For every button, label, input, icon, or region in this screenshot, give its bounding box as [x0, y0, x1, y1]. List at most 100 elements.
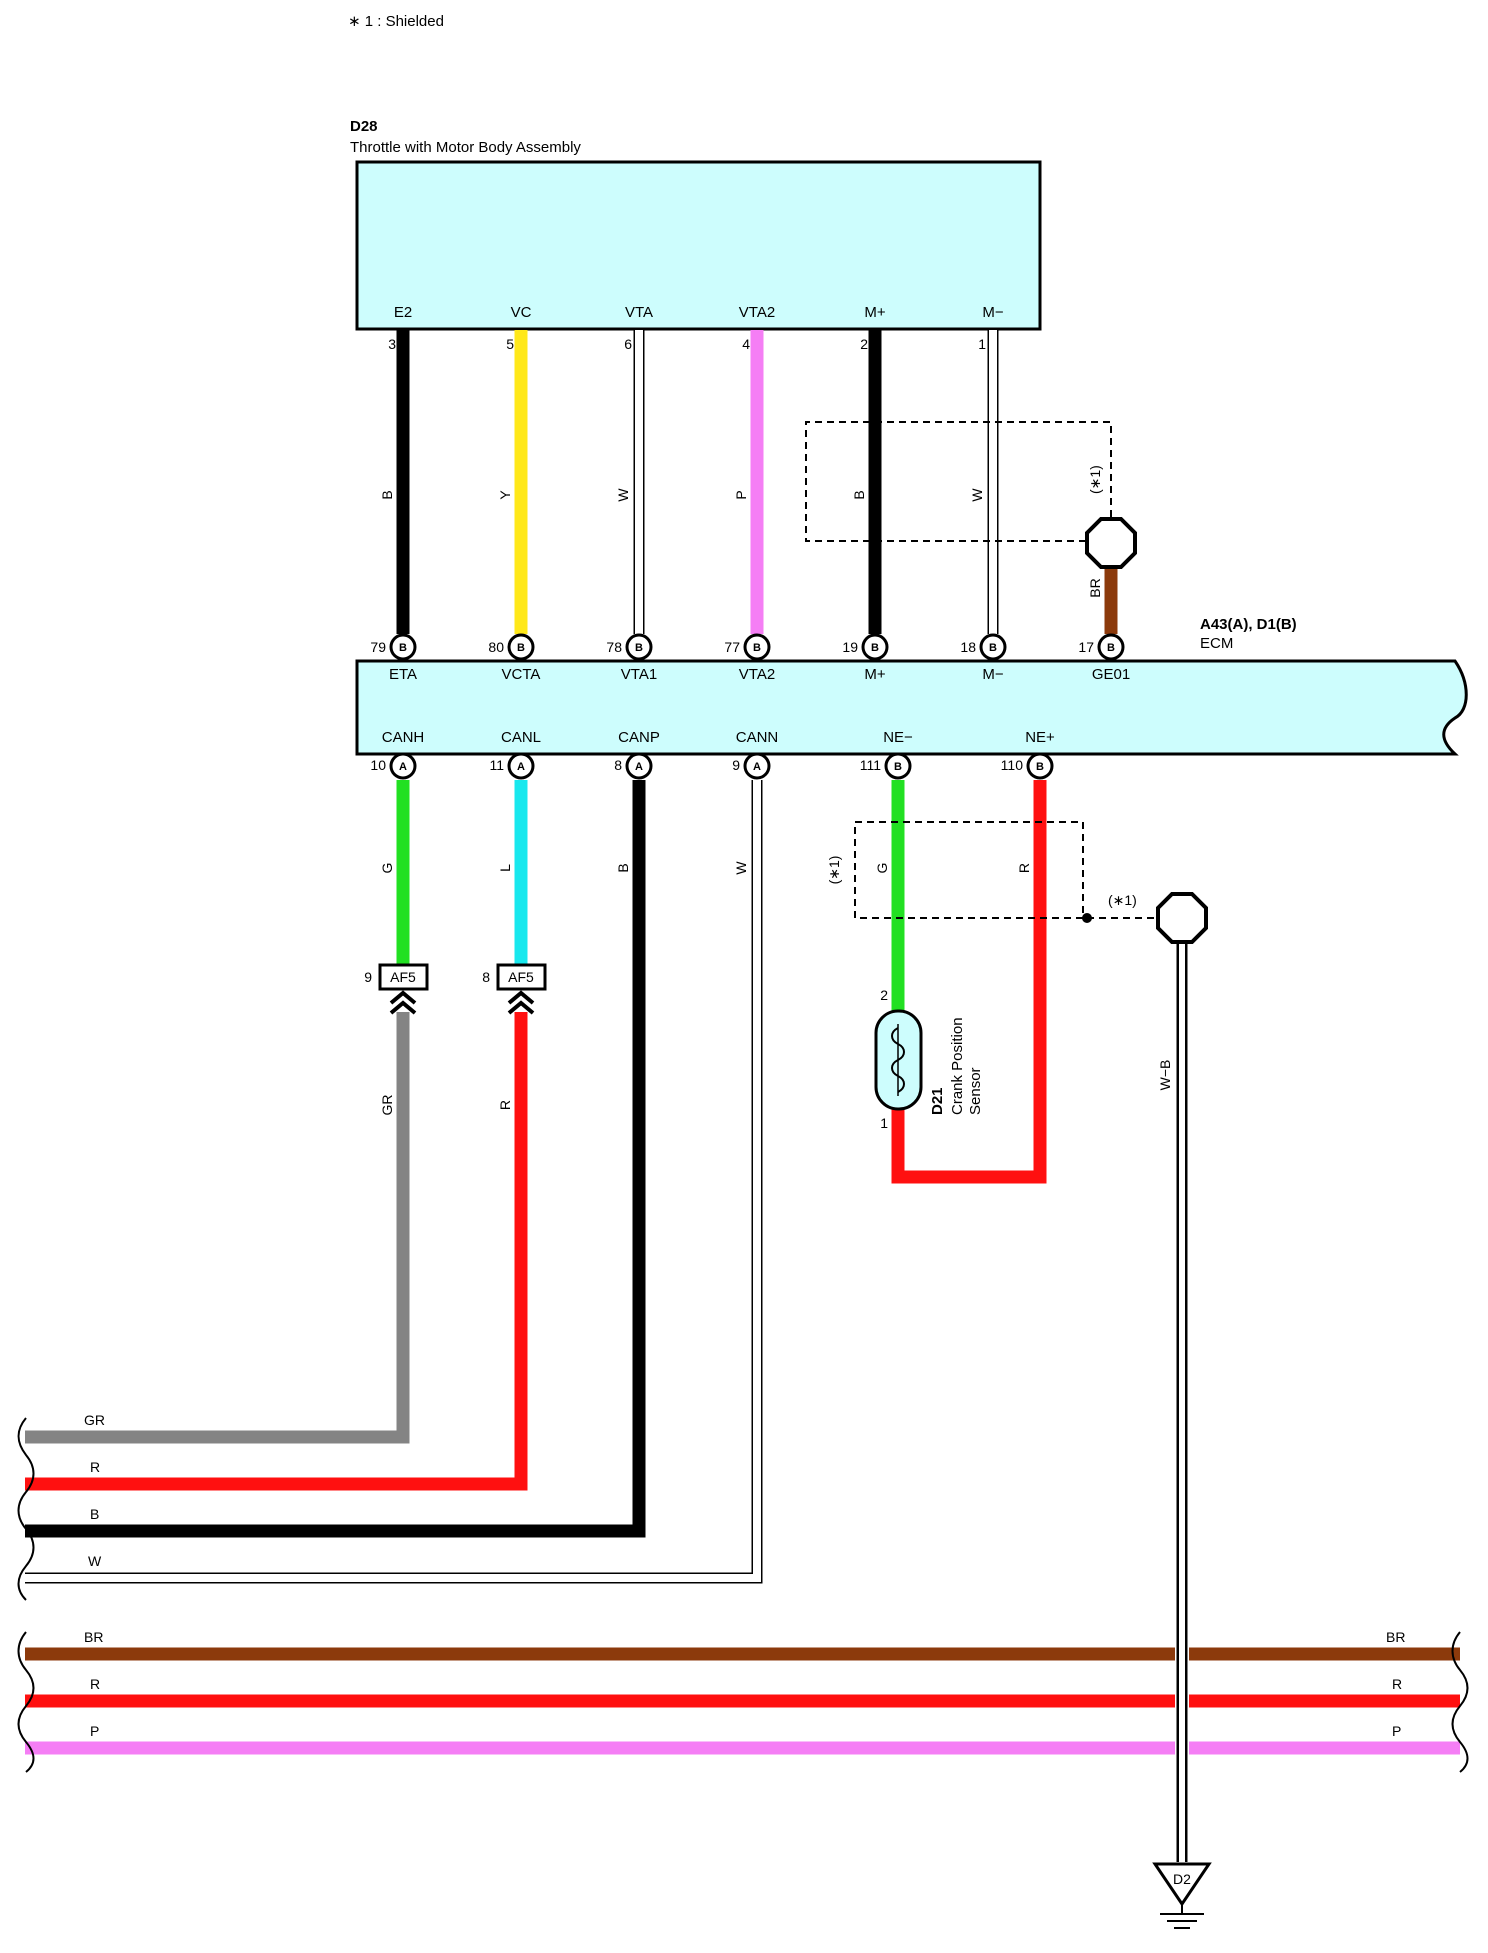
- bus-label: R: [90, 1459, 100, 1475]
- wire-canl-r: [25, 1012, 528, 1491]
- throttle-pin-number: 2: [860, 336, 868, 352]
- ecm-pin-label: ETA: [389, 666, 417, 683]
- ecm-pin-number: 79: [370, 639, 386, 655]
- shield-note: ∗ 1 : Shielded: [348, 13, 444, 30]
- bus-label: B: [90, 1506, 99, 1522]
- ecm-name: ECM: [1200, 635, 1233, 652]
- ecm-pin-label: CANN: [736, 729, 779, 746]
- sensor-code: D21: [929, 1087, 946, 1115]
- ecm-pin-circle: [979, 633, 1007, 661]
- junction-box: [496, 963, 547, 991]
- break-mark-left-upper: [17, 1417, 35, 1601]
- wire-color-label: Y: [497, 490, 513, 500]
- break-mark-left-lower: [17, 1631, 35, 1773]
- junction-chevron: [389, 990, 417, 1015]
- ecm-pin-label: VCTA: [502, 666, 541, 683]
- ground-triangle: [1152, 1862, 1212, 1907]
- ecm-pin-number: 9: [732, 757, 740, 773]
- connector-letter: B: [1107, 642, 1115, 654]
- connector-letter: B: [399, 642, 407, 654]
- ecm-pin-circle: [861, 633, 889, 661]
- ecm-pin-label: NE+: [1025, 729, 1055, 746]
- bus-label: R: [90, 1676, 100, 1692]
- ecm-top-connector-letters: B B B B B B B: [399, 642, 1115, 654]
- ecm-pin-number: 111: [860, 757, 881, 773]
- ecm-pin-circle: [1026, 752, 1054, 780]
- lower-shield-mark-right: (∗1): [1108, 892, 1137, 908]
- throttle-pin-number: 1: [978, 336, 986, 352]
- wire-cann-w-inner: [25, 780, 761, 1582]
- bus-label: BR: [84, 1629, 103, 1645]
- wire-color-label: BR: [1087, 578, 1103, 597]
- throttle-body: [355, 160, 1042, 331]
- throttle-pin-label: VTA: [625, 304, 653, 321]
- ecm-bottom-connector-letters: A A A A B B: [399, 761, 1044, 773]
- ecm-pin-number: 110: [1001, 757, 1024, 773]
- break-mark-right-lower: [1451, 1631, 1469, 1773]
- shield-junction-dot: [1082, 913, 1092, 923]
- throttle-pin-number: 6: [624, 336, 632, 352]
- ecm-pin-label: VTA2: [739, 666, 775, 683]
- ecm-body: [355, 659, 1468, 756]
- break-marks: [17, 1417, 1469, 1773]
- ecm-pin-label: GE01: [1092, 666, 1130, 683]
- ecm-pin-circle: [1097, 633, 1125, 661]
- ecm-pin-number: 11: [489, 757, 504, 773]
- junction-pin-number: 8: [482, 969, 490, 985]
- wire-color-label: B: [379, 490, 395, 499]
- ecm-code: A43(A), D1(B): [1200, 616, 1297, 633]
- ground-d2: D2: [1152, 1862, 1212, 1929]
- upper-wire-labels: B Y W P B W BR: [379, 488, 1103, 598]
- connector-letter: A: [399, 761, 407, 773]
- ecm-pin-circle: [884, 752, 912, 780]
- throttle-name: Throttle with Motor Body Assembly: [350, 139, 581, 156]
- connector-letter: B: [753, 642, 761, 654]
- throttle-pin-numbers: 3 5 6 4 2 1: [388, 336, 986, 352]
- ecm-top-pin-numbers: 79 80 78 77 19 18 17: [370, 639, 1094, 655]
- ecm-top-pin-labels: ETA VCTA VTA1 VTA2 M+ M− GE01: [389, 666, 1130, 683]
- throttle-pin-number: 5: [506, 336, 514, 352]
- wire-color-label: W: [615, 488, 631, 502]
- ecm-bottom-pin-numbers: 10 11 8 9 111 110: [370, 757, 1023, 773]
- wire-cann-w: [25, 780, 763, 1584]
- ecm-pin-number: 19: [842, 639, 858, 655]
- bus-labels-left: GR R B W BR R P: [84, 1412, 105, 1739]
- connector-letter: A: [753, 761, 761, 773]
- wire-color-label: W: [733, 861, 749, 875]
- ecm-pin-circle: [389, 633, 417, 661]
- bus-label: P: [1392, 1723, 1401, 1739]
- sensor-pin-number: 2: [880, 987, 888, 1003]
- ecm-pin-number: 10: [370, 757, 386, 773]
- ecm-bottom-pin-labels: CANH CANL CANP CANN NE− NE+: [382, 729, 1055, 746]
- ecm-pin-circle: [743, 633, 771, 661]
- ecm-pin-number: 80: [488, 639, 504, 655]
- ecm-pin-label: CANH: [382, 729, 425, 746]
- wire-color-label: W: [969, 488, 985, 502]
- throttle-pin-label: E2: [394, 304, 412, 321]
- upper-shield-ground-octagon: [1085, 517, 1137, 569]
- ecm-pin-circle: [507, 633, 535, 661]
- ecm-pin-label: M−: [982, 666, 1003, 683]
- upper-shield-mark: (∗1): [1087, 465, 1103, 494]
- wire-neplus-r: [891, 780, 1047, 1184]
- ecm-top-connectors: [389, 633, 1125, 661]
- throttle-pin-label: M−: [982, 304, 1003, 321]
- ecm-pin-label: CANP: [618, 729, 660, 746]
- ecm-pin-circle: [625, 752, 653, 780]
- through-bus-wires: [25, 1647, 1460, 1755]
- wire-color-label: B: [851, 490, 867, 499]
- ecm-pin-circle: [389, 752, 417, 780]
- upper-wires: [396, 330, 1118, 634]
- wire-color-label: B: [615, 863, 631, 872]
- throttle-pin-number: 4: [742, 336, 750, 352]
- junction-chevron: [507, 990, 535, 1015]
- bus-labels-right: BR R P: [1386, 1629, 1405, 1739]
- connector-letter: B: [635, 642, 643, 654]
- lower-shield-ground-octagon: [1156, 892, 1208, 944]
- connector-letter: B: [517, 642, 525, 654]
- wire-canp-b: [25, 780, 646, 1538]
- bus-label: R: [1392, 1676, 1402, 1692]
- ecm-pin-label: NE−: [883, 729, 913, 746]
- ecm-pin-number: 8: [614, 757, 622, 773]
- lower-wires: [25, 780, 1047, 1584]
